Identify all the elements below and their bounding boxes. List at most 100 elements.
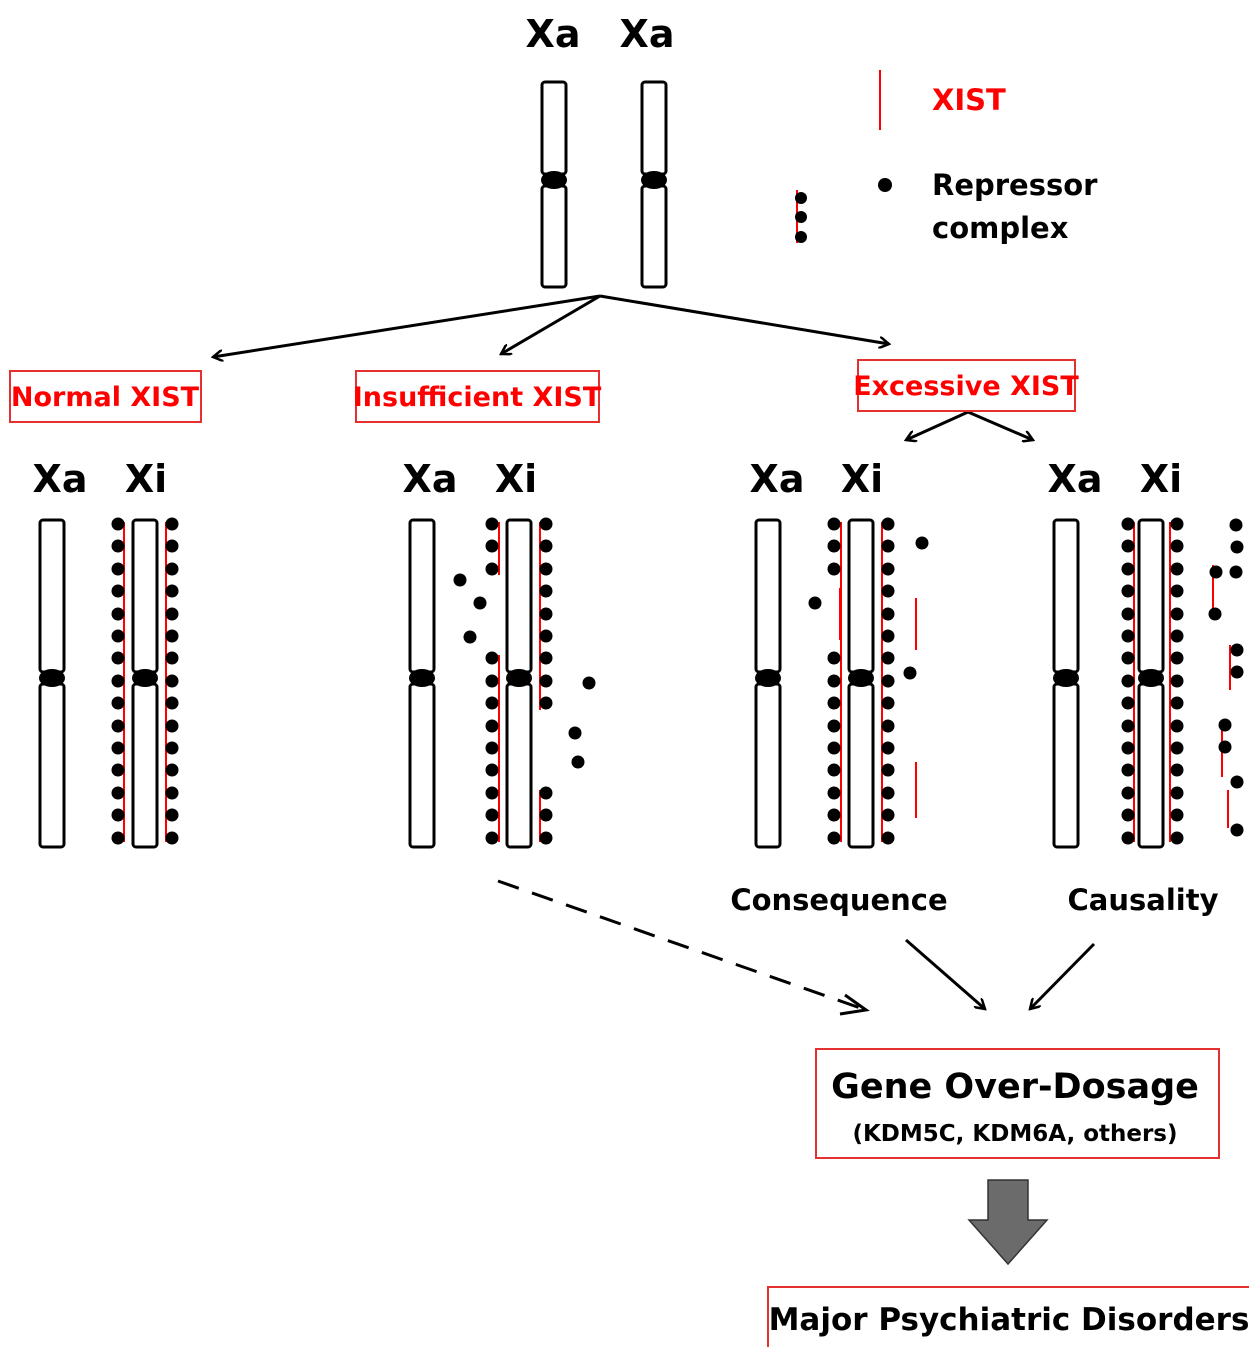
chromosome-arm bbox=[408, 682, 436, 849]
repressor-dot bbox=[485, 786, 499, 800]
repressor-dot bbox=[881, 539, 895, 553]
centromere bbox=[39, 669, 65, 687]
repressor-dot bbox=[485, 763, 499, 777]
insufficient-xa-chromosome bbox=[408, 518, 436, 849]
repressor-dot bbox=[1121, 607, 1135, 621]
repressor-dot bbox=[111, 786, 125, 800]
xa-label-normal: Xa bbox=[33, 457, 88, 501]
centromere bbox=[641, 171, 667, 189]
legend-mini-dot bbox=[795, 211, 807, 223]
branch-arrows bbox=[213, 294, 1033, 440]
repressor-dot bbox=[539, 808, 553, 822]
repressor-dot bbox=[111, 629, 125, 643]
repressor-dot bbox=[111, 539, 125, 553]
dashed-arrow-head bbox=[839, 993, 870, 1016]
repressor-dot bbox=[827, 517, 841, 531]
repressor-dot bbox=[827, 651, 841, 665]
dashed-arrow-line bbox=[497, 879, 867, 1012]
repressor-dot bbox=[165, 808, 179, 822]
repressor-legend-label-1: Repressor bbox=[932, 168, 1098, 202]
repressor-dot bbox=[571, 755, 585, 769]
chromosome-arm bbox=[640, 80, 668, 176]
chromosome-arm bbox=[847, 518, 875, 674]
repressor-dot bbox=[111, 517, 125, 531]
branch-normal: Normal XIST bbox=[9, 370, 202, 423]
repressor-dot bbox=[1121, 562, 1135, 576]
xist-legend-label: XIST bbox=[932, 83, 1006, 117]
repressor-dot bbox=[582, 676, 596, 690]
repressor-dot bbox=[881, 719, 895, 733]
repressor-dot bbox=[1121, 786, 1135, 800]
repressor-dot bbox=[539, 607, 553, 621]
repressor-dot bbox=[881, 808, 895, 822]
repressor-dot bbox=[1229, 518, 1243, 532]
pair-labels: Xa Xi Xa Xi Xa Xi Xa Xi bbox=[33, 457, 1183, 501]
repressor-dot bbox=[1170, 741, 1184, 755]
repressor-dot bbox=[1121, 584, 1135, 598]
consequence-label: Consequence bbox=[730, 883, 947, 917]
normal-xa-chromosome bbox=[38, 518, 66, 849]
psychiatric-disorders-frame bbox=[767, 1286, 1249, 1347]
repressor-dot bbox=[463, 630, 477, 644]
chromosome-arm bbox=[505, 682, 533, 849]
arrow-causality-to-dosage bbox=[1030, 942, 1096, 1009]
centromere bbox=[132, 669, 158, 687]
chromosome-arm bbox=[131, 682, 159, 849]
chromosome-arm bbox=[38, 518, 66, 674]
repressor-dot bbox=[165, 696, 179, 710]
repressor-dot bbox=[881, 674, 895, 688]
psychiatric-disorders-label: Major Psychiatric Disorders bbox=[769, 1302, 1249, 1338]
repressor-dot bbox=[165, 741, 179, 755]
arrow-to-consequence bbox=[906, 410, 969, 440]
insufficient-xi-chromosome bbox=[505, 518, 533, 849]
repressor-dot bbox=[1121, 741, 1135, 755]
causality-label: Causality bbox=[1068, 883, 1219, 917]
repressor-dot bbox=[1230, 643, 1244, 657]
repressor-dot bbox=[1121, 763, 1135, 777]
legend-mini-dot bbox=[795, 192, 807, 204]
repressor-dot bbox=[881, 696, 895, 710]
repressor-dot bbox=[827, 562, 841, 576]
repressor-dot bbox=[111, 831, 125, 845]
repressor-dot bbox=[881, 607, 895, 621]
repressor-dot bbox=[111, 741, 125, 755]
repressor-dot bbox=[473, 596, 487, 610]
chromosome-arm bbox=[505, 518, 533, 674]
repressor-dot bbox=[1121, 651, 1135, 665]
repressor-dot bbox=[485, 696, 499, 710]
repressor-dot bbox=[1121, 808, 1135, 822]
repressor-dot bbox=[1170, 719, 1184, 733]
repressor-dot bbox=[485, 831, 499, 845]
repressor-dot bbox=[165, 584, 179, 598]
repressor-dot bbox=[903, 666, 917, 680]
repressor-dot bbox=[539, 674, 553, 688]
repressor-dot bbox=[1170, 539, 1184, 553]
repressor-dot bbox=[165, 517, 179, 531]
repressor-dot bbox=[1121, 696, 1135, 710]
gene-over-dosage-box: Gene Over-Dosage (KDM5C, KDM6A, others) bbox=[815, 1048, 1220, 1159]
chromosome-arm bbox=[1137, 518, 1165, 674]
repressor-dot bbox=[881, 584, 895, 598]
repressor-dot bbox=[165, 674, 179, 688]
causality-xa-chromosome bbox=[1052, 518, 1080, 849]
arrow-to-insufficient bbox=[501, 294, 601, 354]
repressor-dot bbox=[881, 562, 895, 576]
repressor-dot bbox=[539, 831, 553, 845]
repressor-dot bbox=[485, 517, 499, 531]
chromosome-arm bbox=[1052, 682, 1080, 849]
repressor-dot bbox=[1170, 651, 1184, 665]
xi-label-insufficient: Xi bbox=[495, 457, 537, 501]
repressor-dot bbox=[881, 786, 895, 800]
chromosomes bbox=[38, 80, 1165, 849]
repressor-dot bbox=[1170, 607, 1184, 621]
centromere bbox=[755, 669, 781, 687]
repressor-dot bbox=[1121, 517, 1135, 531]
repressor-dot bbox=[1230, 665, 1244, 679]
normal-xi-chromosome bbox=[131, 518, 159, 849]
repressor-dot bbox=[539, 539, 553, 553]
repressor-dot bbox=[1170, 562, 1184, 576]
branch-excessive: Excessive XIST bbox=[853, 359, 1079, 412]
repressor-dot bbox=[485, 539, 499, 553]
repressor-legend-dot bbox=[878, 178, 892, 192]
